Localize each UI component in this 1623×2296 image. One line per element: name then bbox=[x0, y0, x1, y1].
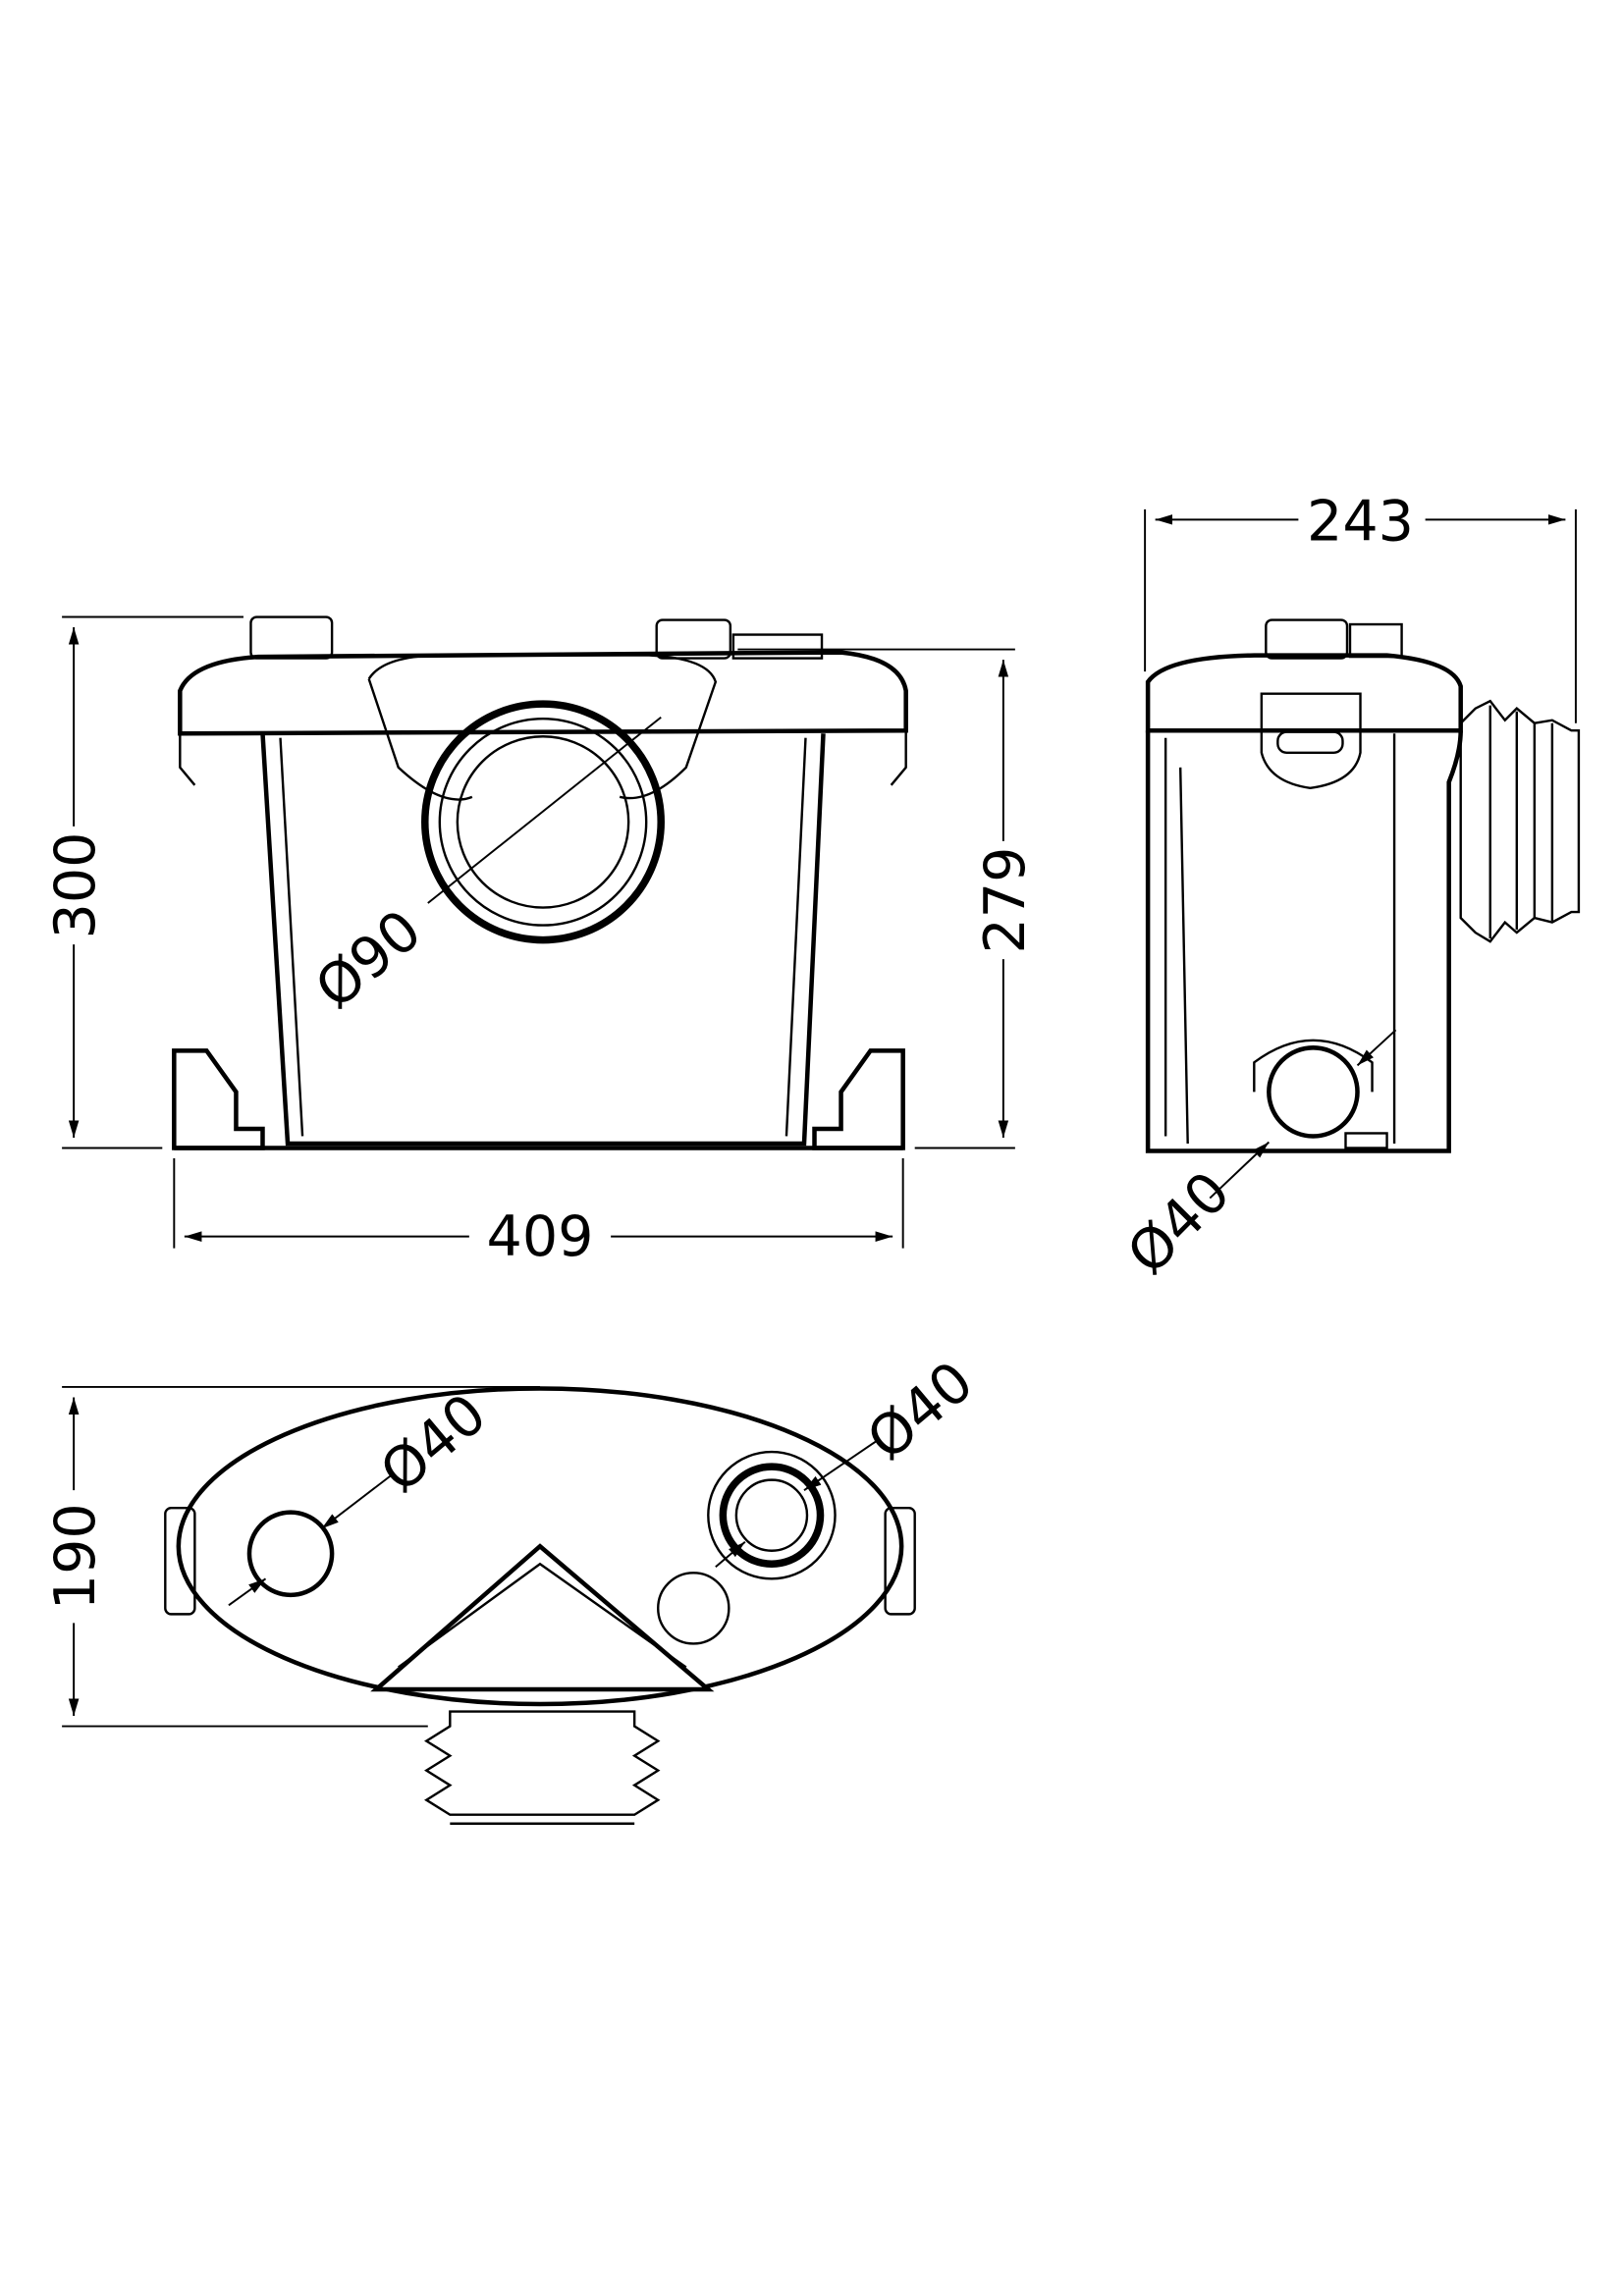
dimension-right-inlet-diameter: Ø40 bbox=[855, 1349, 986, 1472]
dimension-width: 409 bbox=[487, 1204, 594, 1269]
dimension-bottom-depth: 190 bbox=[43, 1503, 108, 1610]
dimension-height-body: 279 bbox=[973, 847, 1038, 954]
dimension-inlet-diameter: Ø40 bbox=[1115, 1159, 1243, 1287]
side-view: 243 Ø40 bbox=[1115, 489, 1581, 1287]
front-view: 300 279 409 Ø90 bbox=[43, 615, 1038, 1269]
dimension-depth: 243 bbox=[1307, 489, 1414, 554]
dimension-height-total: 300 bbox=[43, 832, 108, 939]
dimension-outlet-diameter: Ø90 bbox=[303, 898, 434, 1022]
bottom-view: 190 Ø40 Ø40 bbox=[43, 1349, 986, 1825]
dimension-left-inlet-diameter: Ø40 bbox=[368, 1381, 499, 1505]
